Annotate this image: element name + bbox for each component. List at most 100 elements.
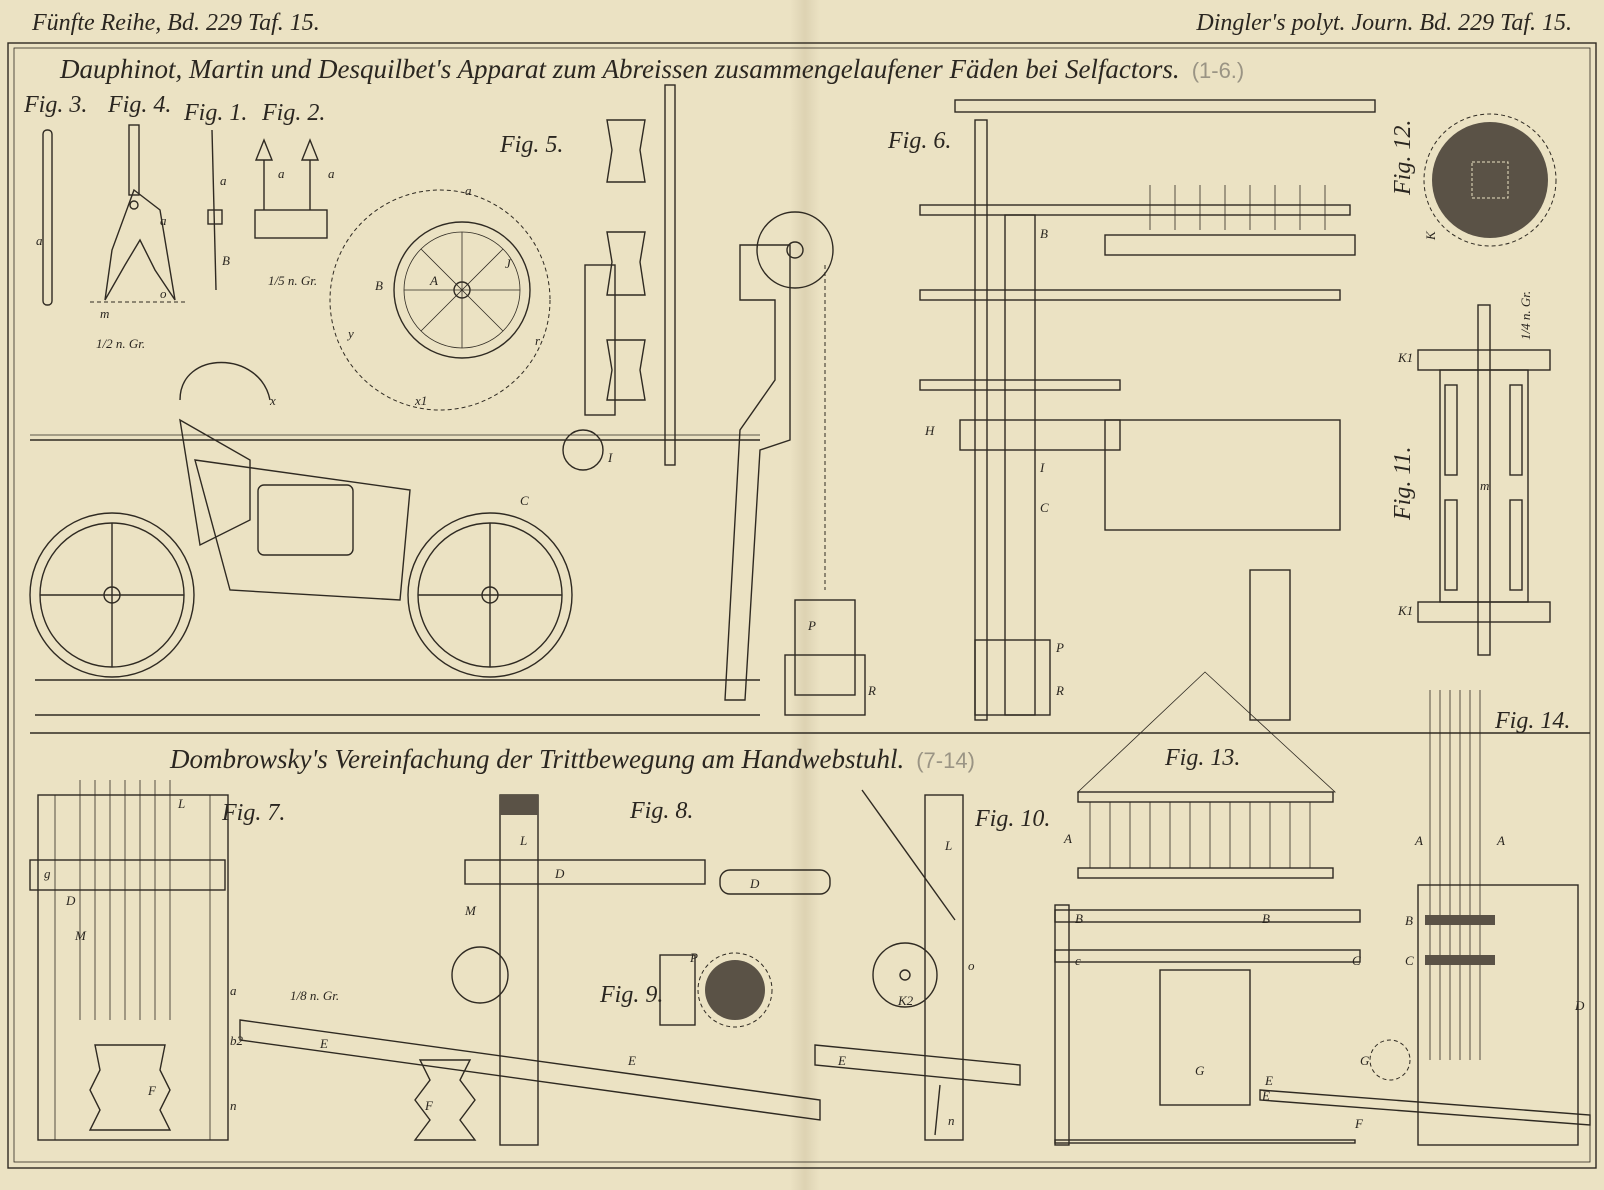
svg-text:E: E <box>319 1036 328 1051</box>
figure-14: Fig. 14. A A B C D G E F <box>1259 690 1591 1146</box>
svg-text:1/4 n. Gr.: 1/4 n. Gr. <box>1518 291 1533 340</box>
svg-text:o: o <box>160 286 167 301</box>
section2-heading: Dombrowsky's Vereinfachung der Trittbewe… <box>169 744 975 774</box>
section1-heading: Dauphinot, Martin und Desquilbet's Appar… <box>59 54 1244 84</box>
figure-7: Fig. 7. L D M F g a b2 n 1/8 n. Gr. <box>29 780 339 1141</box>
svg-text:H: H <box>924 423 935 438</box>
section1-title: Dauphinot, Martin und Desquilbet's Appar… <box>59 54 1180 84</box>
svg-text:F: F <box>424 1098 434 1113</box>
svg-text:Fig. 6.: Fig. 6. <box>887 128 951 154</box>
svg-text:I: I <box>1039 460 1045 475</box>
svg-text:a: a <box>230 983 237 998</box>
svg-text:C: C <box>1040 500 1049 515</box>
plate-frame <box>7 42 1597 1169</box>
svg-text:a: a <box>160 213 167 228</box>
svg-text:g: g <box>44 866 51 881</box>
svg-text:n: n <box>948 1113 955 1128</box>
figure-10: Fig. 10. L o K2 E n <box>814 789 1050 1141</box>
svg-text:C: C <box>1352 953 1361 968</box>
bobbins <box>606 119 646 401</box>
svg-text:D: D <box>1574 998 1585 1013</box>
svg-text:L: L <box>944 838 952 853</box>
svg-text:G: G <box>1195 1063 1205 1078</box>
figure-3: Fig. 3. a <box>23 92 87 306</box>
svg-text:m: m <box>100 306 109 321</box>
svg-text:P: P <box>689 950 698 965</box>
svg-text:m: m <box>1480 478 1489 493</box>
figure-4: Fig. 4. a m o 1/2 n. Gr. <box>90 92 185 351</box>
svg-text:E: E <box>627 1053 636 1068</box>
header-left: Fünfte Reihe, Bd. 229 Taf. 15. <box>31 10 320 36</box>
svg-text:Fig. 4.: Fig. 4. <box>107 92 171 118</box>
header-right: Dingler's polyt. Journ. Bd. 229 Taf. 15. <box>1195 10 1572 36</box>
svg-text:a: a <box>36 233 43 248</box>
svg-text:G: G <box>1360 1053 1370 1068</box>
section1-range-note: (1-6.) <box>1192 58 1245 83</box>
svg-text:r: r <box>535 333 541 348</box>
svg-text:L: L <box>177 796 185 811</box>
svg-text:Fig. 9.: Fig. 9. <box>599 982 663 1008</box>
svg-text:x: x <box>269 393 276 408</box>
spindles <box>1149 185 1326 230</box>
svg-text:A: A <box>1496 833 1505 848</box>
svg-text:R: R <box>1055 683 1064 698</box>
figure-11: Fig. 11. 1/4 n. Gr. K1 K1 m <box>1390 291 1551 656</box>
svg-text:M: M <box>464 903 477 918</box>
svg-text:a: a <box>278 166 285 181</box>
section2-title: Dombrowsky's Vereinfachung der Trittbewe… <box>169 744 904 774</box>
svg-text:K1: K1 <box>1397 350 1413 365</box>
svg-text:o: o <box>968 958 975 973</box>
figure-5: Fig. 5. B A a J r y x x1 I C <box>29 84 876 716</box>
svg-text:K2: K2 <box>897 993 914 1008</box>
svg-text:D: D <box>554 866 565 881</box>
svg-text:K: K <box>1423 230 1438 241</box>
svg-text:Fig. 5.: Fig. 5. <box>499 132 563 158</box>
figure-1: Fig. 1. a B <box>183 100 247 291</box>
svg-text:C: C <box>1405 953 1414 968</box>
svg-text:F: F <box>1354 1116 1364 1131</box>
svg-text:a: a <box>465 183 472 198</box>
svg-text:R: R <box>867 683 876 698</box>
svg-text:y: y <box>346 326 354 341</box>
figure-8: Fig. 8. L D D E F M <box>239 794 831 1146</box>
svg-text:a: a <box>220 173 227 188</box>
svg-text:B: B <box>375 278 383 293</box>
svg-text:J: J <box>505 256 512 271</box>
svg-text:K1: K1 <box>1397 603 1413 618</box>
svg-text:1/5 n. Gr.: 1/5 n. Gr. <box>268 273 317 288</box>
svg-text:Fig. 12.: Fig. 12. <box>1390 120 1416 196</box>
figure-12: Fig. 12. K <box>1390 113 1557 247</box>
section2-range-note: (7-14) <box>916 748 975 773</box>
svg-text:P: P <box>1055 640 1064 655</box>
svg-text:n: n <box>230 1098 237 1113</box>
svg-text:x1: x1 <box>414 393 427 408</box>
svg-text:B: B <box>1040 226 1048 241</box>
svg-text:B: B <box>1262 911 1270 926</box>
carriage-wheels <box>29 512 573 678</box>
figure-2: Fig. 2. a a 1/5 n. Gr. <box>254 100 335 288</box>
book-fold-shadow <box>790 0 820 1190</box>
svg-text:A: A <box>1414 833 1423 848</box>
svg-text:C: C <box>520 493 529 508</box>
svg-text:A: A <box>1063 831 1072 846</box>
svg-text:Fig. 11.: Fig. 11. <box>1390 446 1416 521</box>
svg-text:Fig. 7.: Fig. 7. <box>221 800 285 826</box>
svg-text:D: D <box>65 893 76 908</box>
svg-text:B: B <box>1075 911 1083 926</box>
svg-text:Fig. 1.: Fig. 1. <box>183 100 247 126</box>
svg-text:P: P <box>807 618 816 633</box>
svg-text:F: F <box>147 1083 157 1098</box>
svg-text:A: A <box>429 273 438 288</box>
svg-text:1/8 n. Gr.: 1/8 n. Gr. <box>290 988 339 1003</box>
svg-text:Fig. 10.: Fig. 10. <box>974 806 1050 832</box>
svg-text:Fig. 8.: Fig. 8. <box>629 798 693 824</box>
svg-text:Fig. 14.: Fig. 14. <box>1494 708 1570 734</box>
svg-text:B: B <box>222 253 230 268</box>
svg-text:a: a <box>328 166 335 181</box>
svg-text:E: E <box>1261 1088 1270 1103</box>
svg-text:D: D <box>749 876 760 891</box>
svg-text:Fig. 3.: Fig. 3. <box>23 92 87 118</box>
svg-text:M: M <box>74 928 87 943</box>
